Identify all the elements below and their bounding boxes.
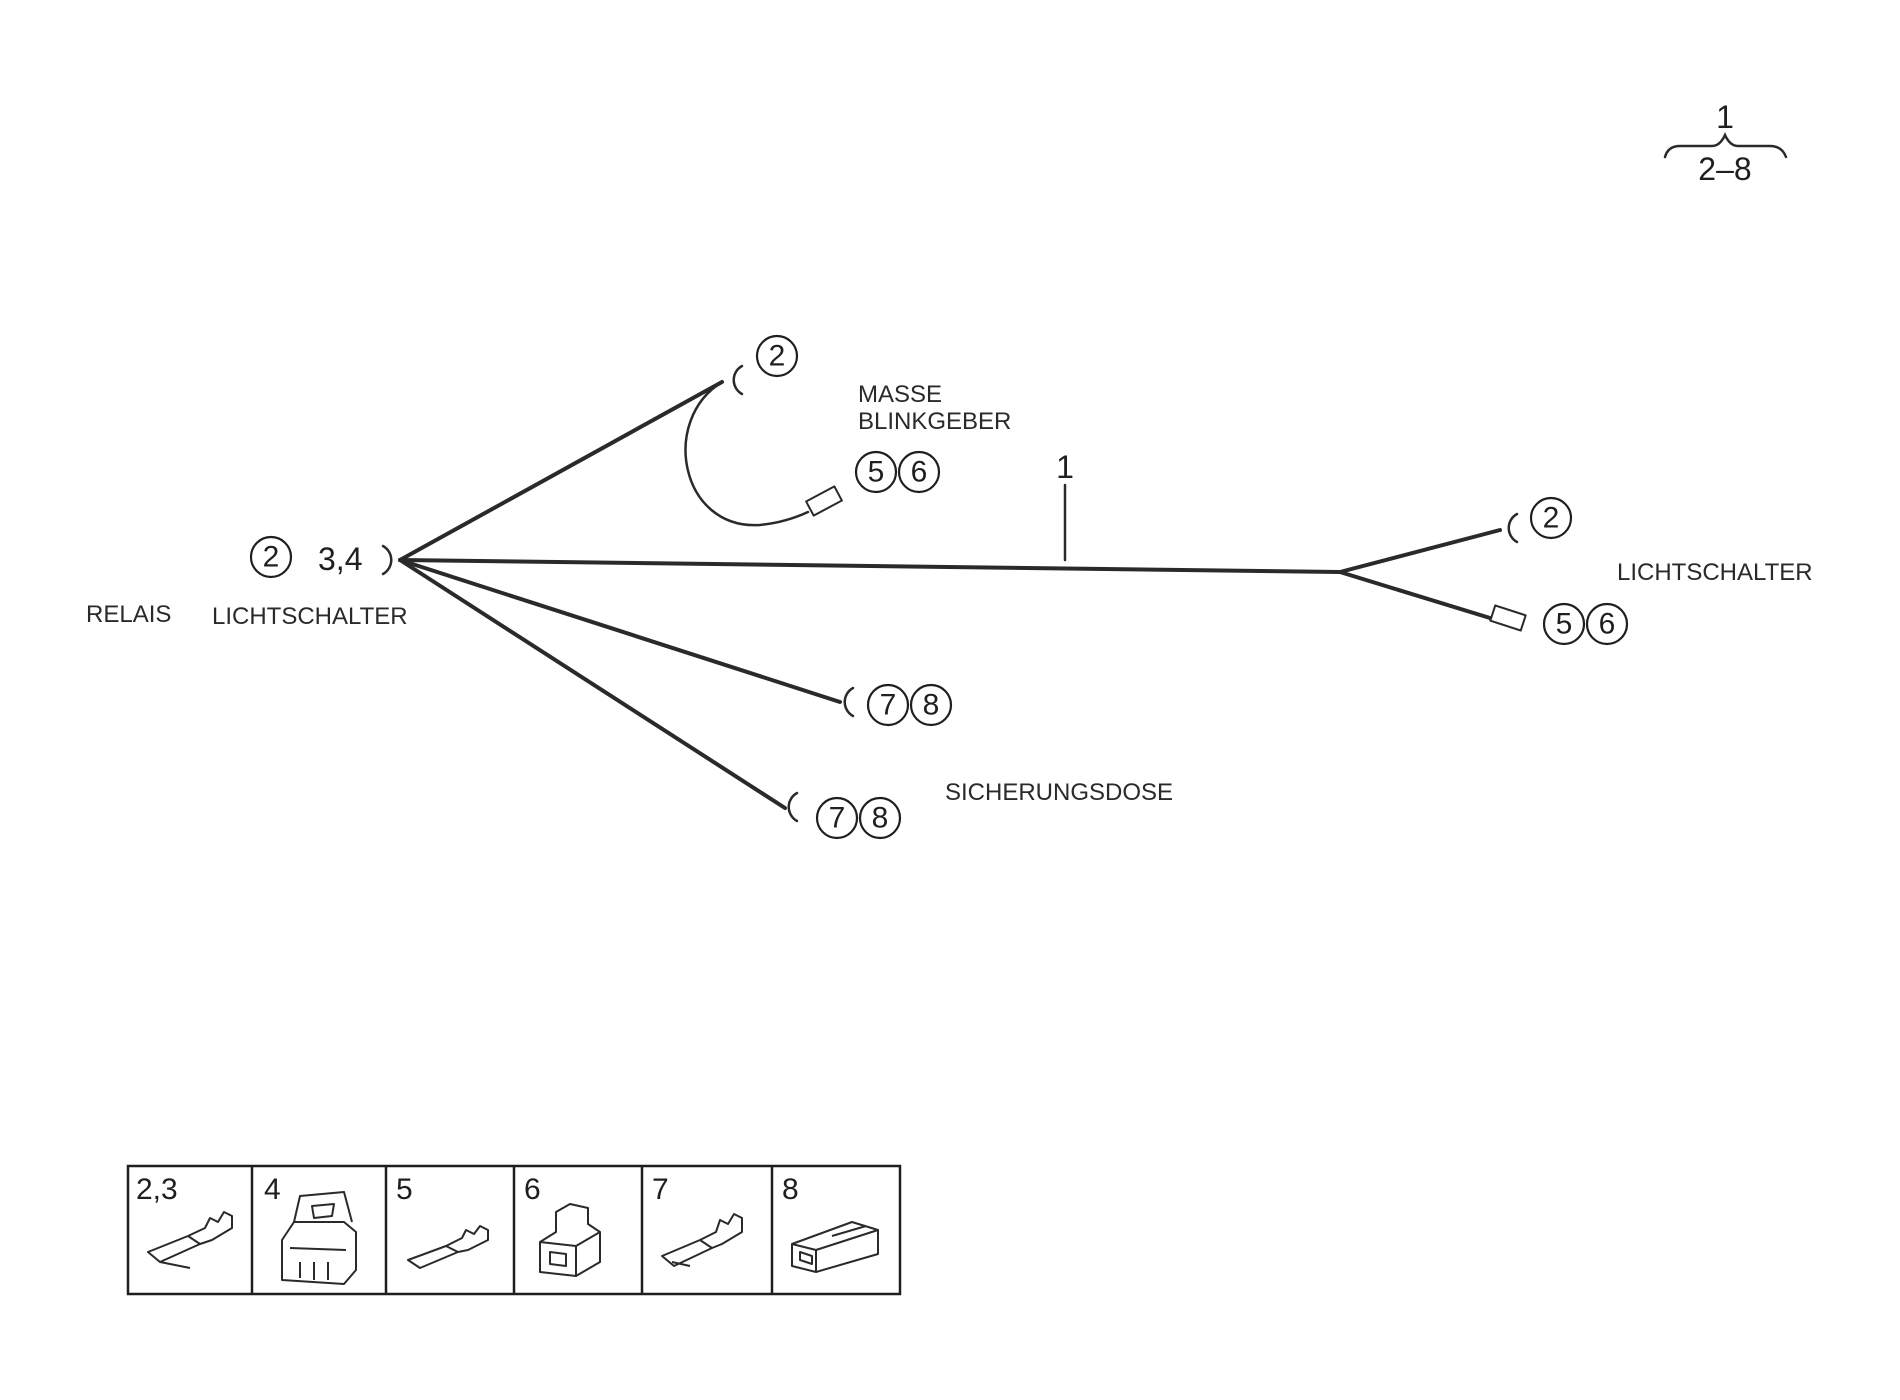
blinkgeber-plug [805,485,843,517]
fuse-upper-socket-open [843,686,855,718]
masse-circle-badge [755,334,799,378]
circled-numbers: 2 3,4 2 5 6 2 5 6 7 8 7 8 1 [249,334,1629,840]
right-bottom-circle-1 [1542,602,1586,646]
label-blinkgeber: BLINKGEBER [858,408,1011,435]
fuse-upper-circle-2 [909,683,953,727]
index-mark: 1 2–8 [1663,99,1788,187]
blinkgeber-num-1: 5 [868,456,885,489]
part-label-4: 6 [524,1173,541,1206]
fuse-upper-circle-1 [866,683,910,727]
flat-terminal-icon [147,1211,233,1269]
part-label-6: 8 [782,1173,799,1206]
masse-socket-open [732,364,744,396]
wire-right-bottom [1338,570,1492,620]
fuse-upper-num-2: 8 [923,689,940,722]
plug-housing-icon [539,1203,601,1277]
blinkgeber-circle-1 [854,450,898,494]
right-bottom-num-2: 6 [1599,608,1616,641]
blinkgeber-circle-2 [897,450,941,494]
parts-legend: 2,3 4 5 6 7 8 [126,1164,902,1296]
masse-circle-num: 2 [769,340,786,373]
connector-ends [381,364,1527,823]
blinkgeber-num-2: 6 [911,456,928,489]
left-socket-open [381,544,393,576]
label-sicherungsdose: SICHERUNGSDOSE [945,779,1173,806]
fuse-lower-socket-open [787,791,799,823]
flat-terminal-small-icon [407,1225,489,1269]
relais-circle-badge [249,535,293,579]
socket-housing-icon [791,1221,879,1273]
index-top: 1 [1716,99,1734,135]
right-top-circle-num: 2 [1543,502,1560,535]
relais-pair-num: 3,4 [318,541,362,577]
right-top-circle-badge [1529,496,1573,540]
harness-main-label: 1 [1056,449,1074,485]
wire-main-trunk [398,558,1342,574]
label-lichtschalter-left: LICHTSCHALTER [212,603,408,630]
harness-wires [398,380,1502,810]
label-lichtschalter-right: LICHTSCHALTER [1617,559,1813,586]
fuse-lower-circle-2 [858,796,902,840]
fuse-upper-num-1: 7 [880,689,897,722]
relais-circle-num: 2 [263,541,280,574]
fuse-lower-num-1: 7 [829,802,846,835]
label-relais: RELAIS [86,601,171,628]
wire-blinkgeber-loop [684,380,810,527]
flat-terminal-wide-icon [661,1213,743,1267]
component-labels: RELAIS LICHTSCHALTER MASSE BLINKGEBER LI… [86,381,1813,806]
index-brace [1663,131,1788,159]
wire-to-masse [398,380,724,562]
wire-to-fuse-upper [398,558,842,704]
part-label-3: 5 [396,1173,413,1206]
relay-housing-icon [281,1191,357,1285]
right-bottom-plug [1489,604,1527,632]
right-bottom-num-1: 5 [1556,608,1573,641]
fuse-lower-circle-1 [815,796,859,840]
index-bottom: 2–8 [1698,151,1751,187]
label-masse: MASSE [858,381,942,408]
wire-right-top [1338,528,1502,574]
part-label-5: 7 [652,1173,669,1206]
part-label-2: 4 [264,1173,281,1206]
part-label-1: 2,3 [136,1173,178,1206]
fuse-lower-num-2: 8 [872,802,889,835]
right-bottom-circle-2 [1585,602,1629,646]
right-top-socket-open [1507,512,1519,544]
wire-to-fuse-lower [398,558,787,810]
